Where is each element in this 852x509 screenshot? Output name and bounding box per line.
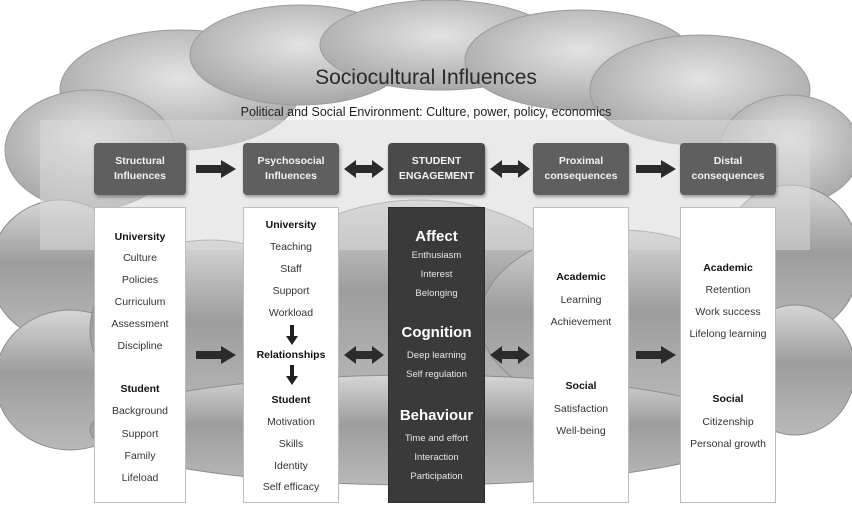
col-item: Achievement (550, 316, 612, 328)
header-label: Psychosocial Influences (257, 154, 325, 182)
col-heading: Relationships (256, 349, 326, 361)
header-student-engagement: STUDENT ENGAGEMENT (388, 143, 485, 195)
col-item: Enthusiasm (411, 250, 462, 261)
col-item: Learning (560, 294, 602, 306)
col-item: Support (272, 285, 310, 297)
header-label: Distal consequences (691, 154, 765, 182)
col-item: Motivation (267, 416, 315, 428)
column-structural: University Culture Policies Curriculum A… (94, 207, 186, 503)
col-item: Interest (420, 269, 453, 280)
col-item: Curriculum (114, 296, 166, 308)
col-item: Time and effort (404, 433, 469, 444)
col-item: Background (111, 405, 169, 417)
col-item: Retention (705, 284, 751, 296)
col-heading: Affect (415, 228, 458, 245)
col-heading: Social (712, 393, 744, 405)
header-distal: Distal consequences (680, 143, 776, 195)
header-label: Structural Influences (114, 154, 166, 182)
right-arrow-icon (636, 346, 676, 364)
col-heading: Cognition (401, 324, 472, 341)
right-arrow-icon (636, 160, 676, 178)
col-item: Policies (121, 274, 159, 286)
col-item: Lifeload (121, 472, 159, 484)
col-item: Assessment (111, 318, 169, 330)
col-item: Work success (695, 306, 761, 318)
col-heading: University (114, 231, 166, 243)
col-item: Self efficacy (262, 481, 320, 493)
col-item: Well-being (556, 425, 606, 437)
col-item: Personal growth (690, 438, 766, 450)
header-psychosocial: Psychosocial Influences (243, 143, 339, 195)
right-arrow-icon (196, 160, 236, 178)
diagram-title: Sociocultural Influences (315, 66, 537, 89)
col-heading: Social (565, 380, 597, 392)
double-arrow-icon (490, 160, 530, 178)
right-arrow-icon (196, 346, 236, 364)
column-psychosocial: University Teaching Staff Support Worklo… (243, 207, 339, 503)
col-item: Identity (274, 460, 308, 472)
col-item: Skills (278, 438, 304, 450)
col-item: Lifelong learning (689, 328, 767, 340)
header-proximal: Proximal consequences (533, 143, 629, 195)
col-heading: Behaviour (399, 407, 474, 424)
col-item: Discipline (117, 340, 163, 352)
col-item: Workload (268, 307, 314, 319)
col-item: Staff (280, 263, 302, 275)
col-item: Support (121, 428, 159, 440)
double-arrow-icon (490, 346, 530, 364)
double-arrow-icon (344, 160, 384, 178)
col-item: Culture (123, 252, 157, 264)
col-item: Citizenship (702, 416, 754, 428)
col-item: Satisfaction (553, 403, 609, 415)
column-proximal: Academic Learning Achievement Social Sat… (533, 207, 629, 503)
col-heading: Student (271, 394, 311, 406)
col-item: Participation (410, 471, 463, 482)
col-item: Belonging (415, 288, 458, 299)
header-label: STUDENT ENGAGEMENT (398, 154, 475, 182)
col-heading: University (265, 219, 317, 231)
col-item: Teaching (269, 241, 313, 253)
col-item: Deep learning (406, 350, 467, 361)
header-label: Proximal consequences (544, 154, 618, 182)
col-heading: Academic (703, 262, 753, 274)
col-heading: Academic (556, 271, 606, 283)
col-heading: Student (120, 383, 160, 395)
diagram-subtitle: Political and Social Environment: Cultur… (240, 105, 612, 119)
col-item: Family (124, 450, 156, 462)
col-item: Interaction (414, 452, 459, 463)
column-student-engagement: Affect Enthusiasm Interest Belonging Cog… (388, 207, 485, 503)
down-arrow-icon (286, 325, 298, 345)
down-arrow-icon (286, 365, 298, 385)
column-distal: Academic Retention Work success Lifelong… (680, 207, 776, 503)
header-structural: Structural Influences (94, 143, 186, 195)
col-item: Self regulation (406, 369, 467, 380)
double-arrow-icon (344, 346, 384, 364)
